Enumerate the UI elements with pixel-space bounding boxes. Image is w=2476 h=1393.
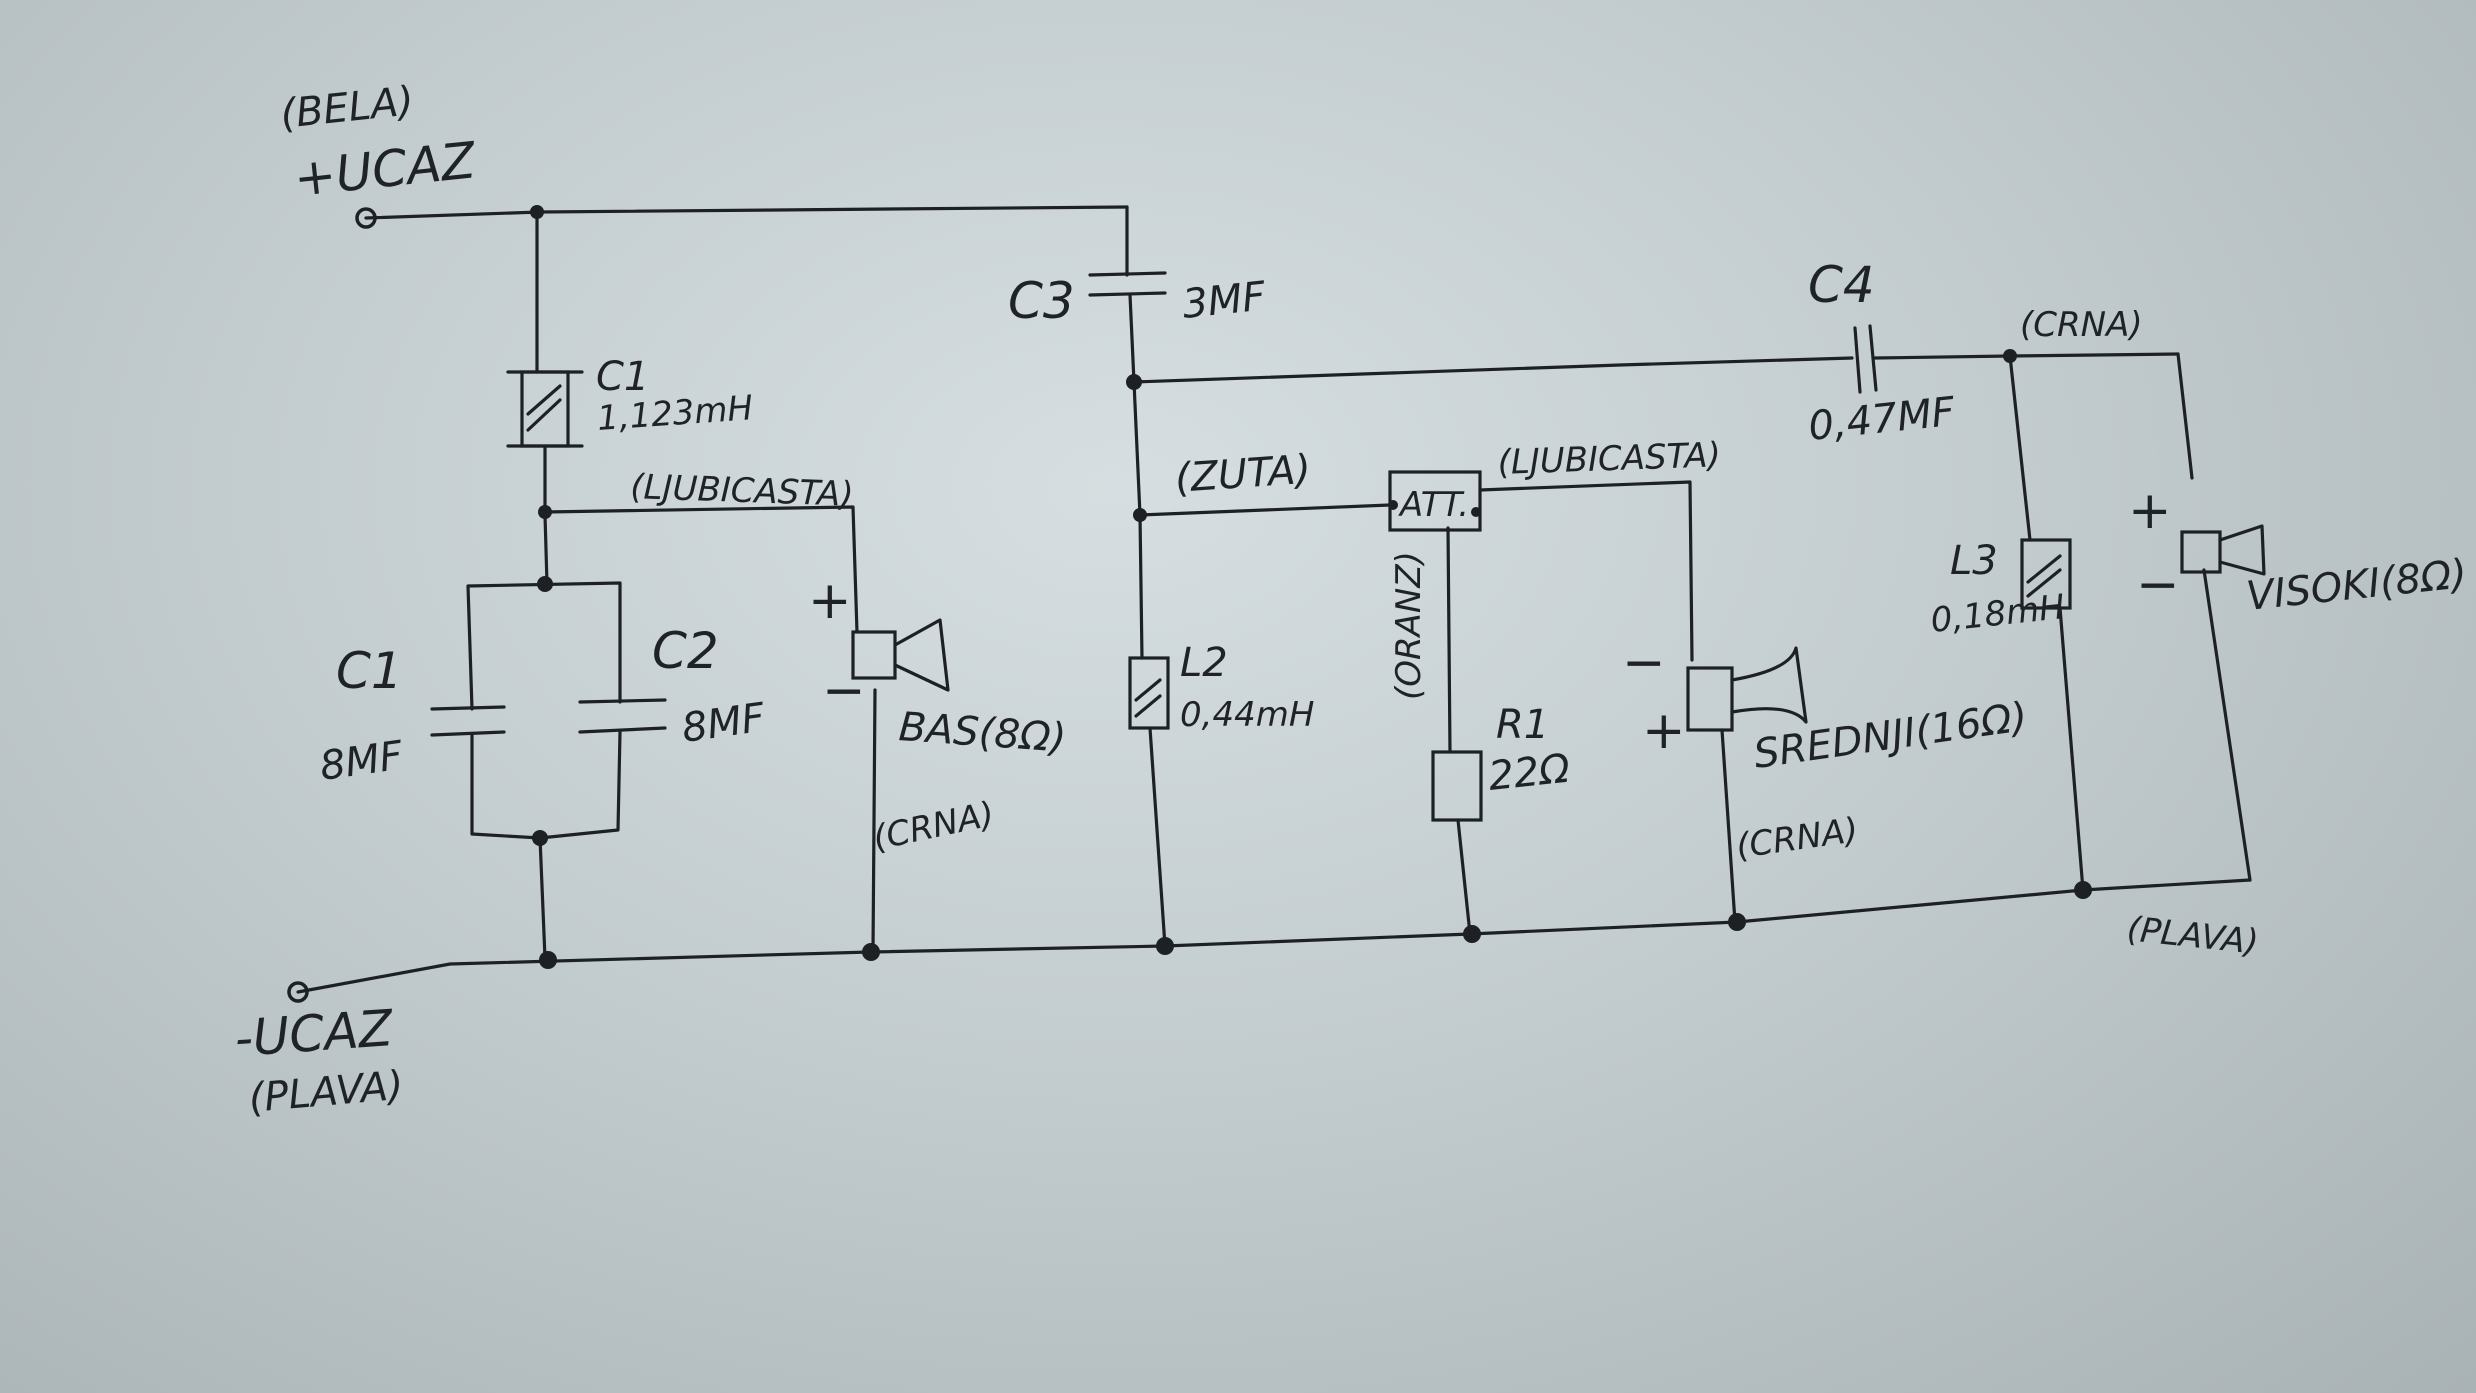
node-ground-bass — [862, 943, 880, 961]
mid-bottom-color-label: (CRNA) — [1734, 810, 1861, 867]
mid-wire-color-label: (ZUTA) — [1173, 447, 1312, 502]
l3-value-label: 0,18mH — [1929, 587, 2067, 641]
capacitor-c2 — [578, 698, 667, 734]
c1-value-label: 8MF — [317, 733, 407, 790]
positive-terminal — [355, 207, 377, 229]
wires — [296, 205, 2252, 994]
bass-plus-sign: + — [808, 571, 852, 631]
bottom-ground-rail — [296, 878, 2252, 994]
l1-name-label: C1 — [596, 354, 649, 400]
top-positive-rail — [364, 205, 1129, 220]
junction-dots — [530, 205, 2092, 969]
tweeter-minus-sign: − — [2136, 555, 2180, 615]
node-bass-split — [538, 505, 552, 519]
att-output-color-label: (LJUBICASTA) — [1497, 435, 1721, 483]
node-ground-r1 — [1463, 925, 1481, 943]
bass-bottom-color-label: (CRNA) — [870, 794, 998, 859]
caps-box — [466, 581, 622, 840]
tweeter-feed-wire — [1132, 352, 2180, 384]
capacitor-c1 — [430, 705, 506, 737]
mid-driver-ground — [1720, 728, 1737, 924]
bass-speaker-label: BAS(8Ω) — [897, 704, 1067, 762]
l3-name-label: L3 — [1950, 538, 1998, 584]
tweeter-plus-sign: + — [2128, 481, 2172, 541]
l3-branch — [2008, 354, 2085, 892]
caps-to-ground — [538, 836, 547, 960]
inductor-l3 — [2020, 538, 2072, 610]
c3-name-label: C3 — [1008, 272, 1075, 330]
bass-top-color-label: (LJUBICASTA) — [630, 467, 854, 515]
att-to-r1 — [1446, 526, 1472, 936]
c2-value-label: 8MF — [679, 695, 769, 752]
tweeter-top-color-label: (CRNA) — [2020, 305, 2143, 345]
l2-value-label: 0,44mH — [1180, 695, 1314, 735]
r1-value-label: 22Ω — [1486, 746, 1572, 800]
input-terminals — [287, 207, 377, 1003]
mid-speaker-label: SREDNJI(16Ω) — [1751, 694, 2030, 778]
mid-minus-sign: − — [1622, 633, 1666, 693]
capacitor-c3 — [1088, 271, 1167, 297]
att-side-color-label: (ORANZ) — [1389, 551, 1429, 700]
node-c3-out — [1126, 374, 1142, 390]
neg-terminal-label: -UCAZ — [233, 999, 396, 1068]
pos-color-label: (BELA) — [278, 78, 416, 138]
node-tweeter-top — [2003, 349, 2017, 363]
neg-color-label: (PLAVA) — [247, 1063, 405, 1122]
c3-value-label: 3MF — [1180, 273, 1268, 328]
bass-minus-sign: − — [822, 661, 866, 721]
inductor-l1 — [506, 370, 584, 448]
text-labels: (BELA) +UCAZ -UCAZ (PLAVA) C1 1,123mH C1… — [233, 78, 2469, 1122]
midrange-speaker-icon — [1686, 646, 1808, 732]
pos-terminal-label: +UCAZ — [291, 131, 480, 208]
c4-value-label: 0,47MF — [1806, 389, 1958, 450]
att-output-wire — [1478, 480, 1694, 662]
resistor-r1 — [1431, 750, 1483, 822]
node-caps-bottom — [532, 830, 548, 846]
tweeter-bottom-color-label: (PLAVA) — [2125, 909, 2260, 963]
node-caps-top — [537, 576, 553, 592]
c1-name-label: C1 — [336, 642, 403, 700]
mid-feed-to-att — [1138, 503, 1392, 517]
bass-feed-wire — [543, 505, 877, 954]
c3-branch — [1125, 205, 1167, 948]
capacitor-c4 — [1853, 324, 1878, 394]
bass-speaker-icon — [851, 618, 950, 692]
tweeter-speaker-icon — [2180, 524, 2266, 576]
node-ground-tweeter — [2074, 881, 2092, 899]
node-ground-l2 — [1156, 937, 1174, 955]
inductor-l2 — [1128, 656, 1170, 730]
r1-name-label: R1 — [1496, 702, 1549, 748]
c4-name-label: C4 — [1808, 256, 1875, 314]
tweeter-speaker-label: VISOKI(8Ω) — [2244, 551, 2469, 620]
tweeter-right-wires — [2176, 352, 2252, 882]
node-top-c1 — [530, 205, 544, 219]
node-mid-split — [1133, 508, 1147, 522]
mid-plus-sign: + — [1642, 701, 1686, 761]
att-label: ATT. — [1398, 485, 1469, 525]
node-ground-mid — [1728, 913, 1746, 931]
node-ground-caps — [539, 951, 557, 969]
attenuator-box — [1388, 470, 1482, 532]
negative-terminal — [287, 981, 309, 1003]
c2-name-label: C2 — [652, 622, 719, 680]
l2-name-label: L2 — [1180, 640, 1228, 686]
